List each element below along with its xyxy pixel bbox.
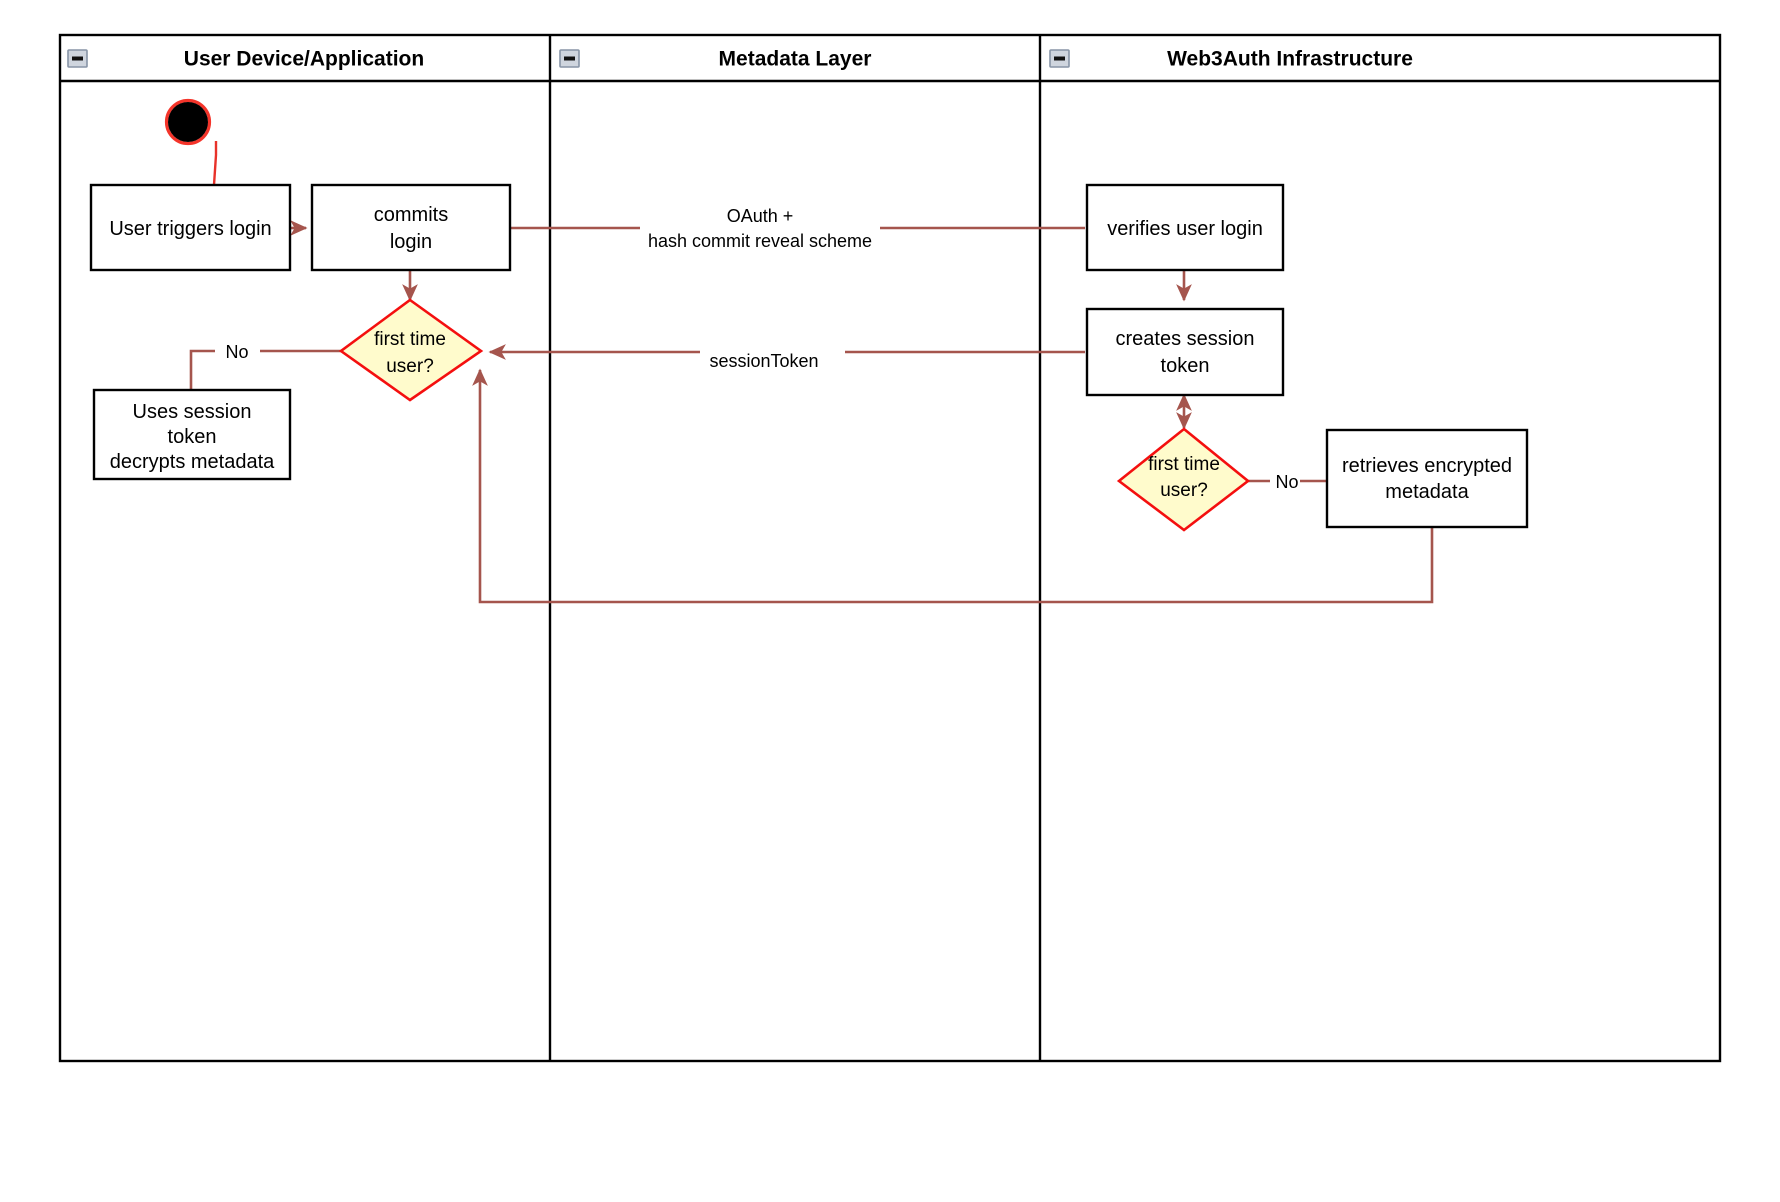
edge-label-session-token: sessionToken [709, 351, 818, 371]
edge-label-no-right: No [1275, 472, 1298, 492]
decision-label-line-2: user? [1160, 480, 1208, 501]
swimlane-frame [58, 33, 1722, 1063]
edge-label-line-1: OAuth + [727, 206, 794, 226]
node-box[interactable] [1325, 428, 1529, 529]
edge-label-oauth: OAuth + hash commit reveal scheme [648, 206, 872, 251]
decision-diamond[interactable] [338, 298, 484, 402]
node-initial[interactable] [164, 98, 212, 146]
node-retrieves-encrypted-metadata[interactable]: retrieves encrypted metadata [1325, 428, 1529, 529]
edge-decision-left-no-b [189, 349, 215, 390]
node-label-line-3: decrypts metadata [110, 451, 275, 473]
minus-icon-glyph [1054, 56, 1065, 61]
node-box[interactable] [1085, 183, 1285, 272]
lane-header-web3auth[interactable]: Web3Auth Infrastructure [1049, 48, 1413, 71]
node-label-line-2: metadata [1385, 481, 1469, 503]
edge-label-line-2: hash commit reveal scheme [648, 231, 872, 251]
lane-header-metadata-layer[interactable]: Metadata Layer [559, 48, 872, 71]
node-label: verifies user login [1107, 218, 1263, 240]
node-label-line-1: creates session [1116, 328, 1255, 350]
lane-title-metadata-layer: Metadata Layer [719, 48, 872, 71]
node-decision-first-time-user-right[interactable]: first time user? [1116, 427, 1251, 532]
node-label-line-1: retrieves encrypted [1342, 455, 1512, 477]
node-commits-login[interactable]: commits login [310, 183, 512, 272]
node-creates-session-token[interactable]: creates session token [1085, 307, 1285, 397]
node-label-line-2: token [168, 426, 217, 448]
node-box[interactable] [1085, 307, 1285, 397]
node-box[interactable] [92, 388, 292, 481]
node-verifies-user-login[interactable]: verifies user login [1085, 183, 1285, 272]
minus-icon-glyph [564, 56, 575, 61]
edge-start-to-trigger [212, 141, 218, 186]
node-label-line-1: Uses session [133, 401, 252, 423]
swimlane-outer-border [58, 33, 1722, 1063]
decision-label-line-1: first time [1148, 454, 1220, 475]
edge-label-no-left: No [225, 342, 248, 362]
initial-node-fill [168, 102, 208, 142]
lane-title-web3auth: Web3Auth Infrastructure [1167, 48, 1413, 71]
lane-title-user-device: User Device/Application [184, 48, 424, 71]
node-user-triggers-login[interactable]: User triggers login [89, 183, 292, 272]
decision-diamond[interactable] [1116, 427, 1251, 532]
node-decision-first-time-user-left[interactable]: first time user? [338, 298, 484, 402]
initial-node-ring [164, 98, 212, 146]
lane-header-user-device[interactable]: User Device/Application [67, 48, 424, 71]
node-label-line-2: login [390, 231, 432, 253]
decision-label-line-2: user? [386, 356, 434, 377]
minus-icon-glyph [72, 56, 83, 61]
node-label-line-2: token [1161, 355, 1210, 377]
node-label-line-1: commits [374, 204, 448, 226]
node-uses-session-token[interactable]: Uses session token decrypts metadata [92, 388, 292, 481]
node-box[interactable] [89, 183, 292, 272]
node-box[interactable] [310, 183, 512, 272]
node-label: User triggers login [109, 218, 271, 240]
edge-metadata-return [472, 368, 1434, 604]
decision-label-line-1: first time [374, 329, 446, 350]
